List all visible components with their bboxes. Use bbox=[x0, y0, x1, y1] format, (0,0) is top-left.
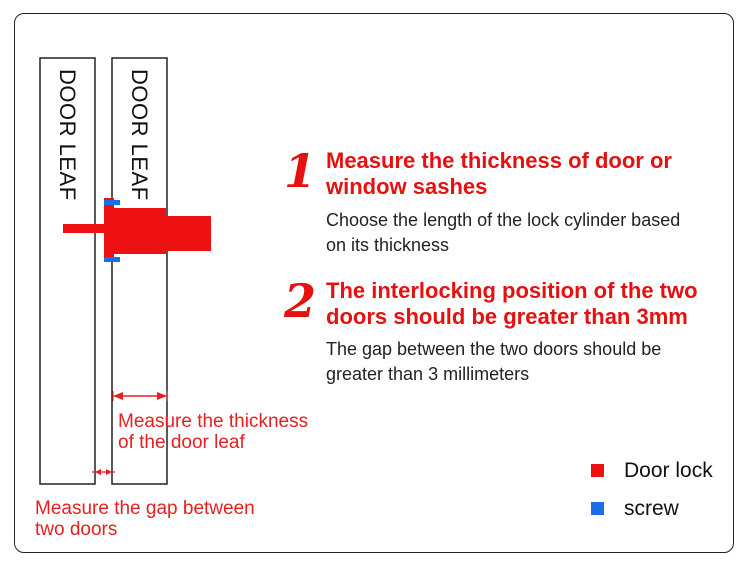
legend-screw-label: screw bbox=[624, 497, 679, 520]
legend-door-lock-swatch bbox=[591, 464, 604, 477]
gap-dimension-arrow bbox=[92, 469, 115, 475]
diagram-frame bbox=[14, 13, 734, 553]
legend-screw-swatch bbox=[591, 502, 604, 515]
thickness-annotation-line2: of the door leaf bbox=[118, 432, 245, 453]
screws bbox=[104, 200, 120, 262]
step-2-title-line2: doors should be greater than 3mm bbox=[326, 304, 688, 329]
gap-annotation: Measure the gap between two doors bbox=[35, 498, 255, 540]
legend-door-lock-label: Door lock bbox=[624, 459, 713, 482]
step-1-title-line1: Measure the thickness of door or bbox=[326, 148, 672, 173]
door-lock-cylinder bbox=[63, 198, 211, 262]
step-1-description-line2: on its thickness bbox=[326, 235, 450, 255]
gap-annotation-line1: Measure the gap between bbox=[35, 498, 255, 519]
step-2-description-line1: The gap between the two doors should be bbox=[326, 339, 662, 359]
step-2-title-line1: The interlocking position of the two bbox=[326, 278, 698, 303]
step-2-number: 2 bbox=[284, 274, 317, 328]
step-1-number: 1 bbox=[284, 144, 317, 198]
left-door-leaf-label: DOOR LEAF bbox=[55, 69, 80, 201]
thickness-annotation-line1: Measure the thickness bbox=[118, 411, 309, 432]
thickness-dimension-arrow bbox=[112, 391, 168, 401]
right-door-leaf-label: DOOR LEAF bbox=[127, 69, 152, 201]
step-1-description-line1: Choose the length of the lock cylinder b… bbox=[326, 210, 681, 230]
step-1-description: Choose the length of the lock cylinder b… bbox=[326, 208, 680, 258]
right-door-leaf bbox=[111, 57, 168, 485]
left-door-leaf bbox=[39, 57, 96, 485]
gap-annotation-line2: two doors bbox=[35, 519, 118, 540]
step-2-description: The gap between the two doors should be … bbox=[326, 337, 661, 387]
screw-top bbox=[104, 200, 120, 205]
step-2-title: The interlocking position of the two doo… bbox=[326, 278, 698, 330]
step-1-title-line2: window sashes bbox=[326, 174, 488, 199]
step-2-description-line2: greater than 3 millimeters bbox=[326, 364, 530, 384]
step-1-title: Measure the thickness of door or window … bbox=[326, 148, 672, 200]
screw-bottom bbox=[104, 257, 120, 262]
thickness-annotation: Measure the thickness of the door leaf bbox=[118, 411, 308, 453]
